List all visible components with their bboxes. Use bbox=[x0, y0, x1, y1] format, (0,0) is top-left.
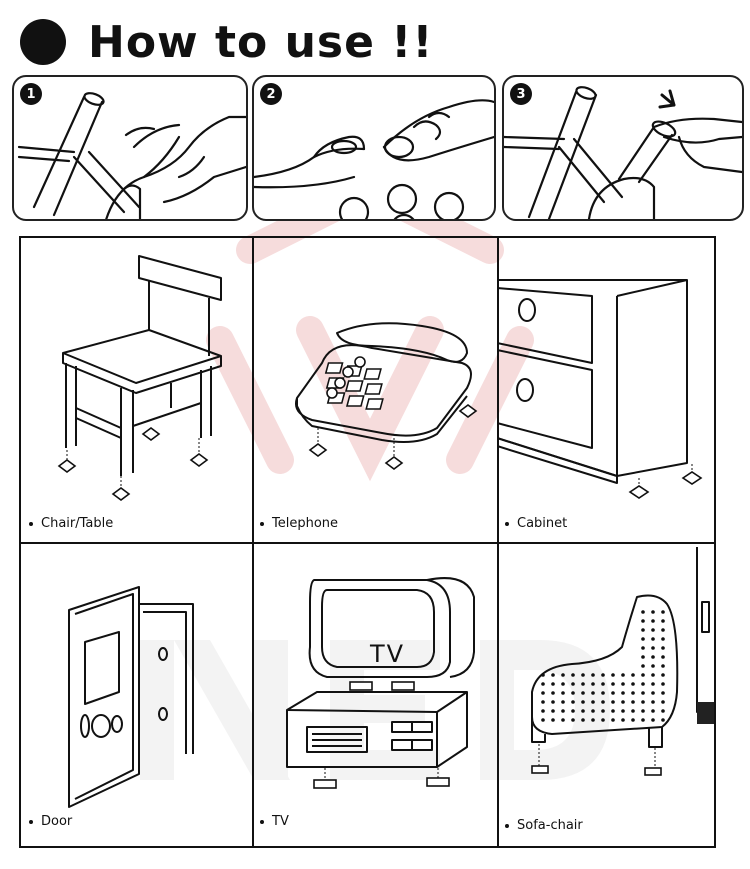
step-number-badge: 1 bbox=[20, 83, 42, 105]
item-label: Door bbox=[29, 814, 72, 829]
header: How to use !! bbox=[20, 12, 433, 72]
bullet-dot-icon bbox=[20, 19, 66, 65]
bullet-dot-icon bbox=[260, 521, 264, 526]
item-label: Telephone bbox=[260, 516, 338, 531]
chair-illustration bbox=[57, 255, 222, 501]
item-label: TV bbox=[260, 814, 289, 829]
tv-label: TV bbox=[272, 814, 289, 829]
step-number-badge: 3 bbox=[510, 83, 532, 105]
sofa-pattern-dots bbox=[541, 610, 665, 722]
door-label: Door bbox=[41, 814, 73, 829]
step-panel-3: 3 bbox=[502, 75, 744, 221]
sofa-chair-label: Sofa-chair bbox=[517, 818, 583, 833]
cabinet-illustration bbox=[497, 279, 703, 499]
item-label: Chair/Table bbox=[29, 516, 113, 531]
chair-table-label: Chair/Table bbox=[41, 516, 114, 531]
cell-door: Door bbox=[21, 542, 252, 846]
cell-tv: TV TV bbox=[252, 542, 497, 846]
sofa-chair-illustration bbox=[531, 547, 714, 776]
telephone-label: Telephone bbox=[272, 516, 339, 531]
telephone-illustration bbox=[295, 322, 478, 470]
step-panel-1: 1 bbox=[12, 75, 248, 221]
bullet-dot-icon bbox=[505, 823, 509, 828]
step-3-illustration bbox=[504, 86, 742, 219]
tv-illustration bbox=[286, 577, 475, 789]
item-label: Sofa-chair bbox=[505, 818, 583, 833]
bullet-dot-icon bbox=[505, 521, 509, 526]
usage-grid: Chair/Table bbox=[19, 236, 716, 848]
cell-cabinet: Cabinet bbox=[497, 238, 714, 542]
step-2-illustration bbox=[254, 99, 494, 219]
step-1-illustration bbox=[17, 92, 246, 219]
grid-divider bbox=[21, 542, 714, 544]
bullet-dot-icon bbox=[29, 819, 33, 824]
cell-telephone: Telephone bbox=[252, 238, 497, 542]
bullet-dot-icon bbox=[260, 819, 264, 824]
bullet-dot-icon bbox=[29, 521, 33, 526]
step-panel-2: 2 bbox=[252, 75, 496, 221]
tv-screen-text: TV bbox=[370, 640, 406, 668]
door-illustration bbox=[68, 586, 194, 808]
item-label: Cabinet bbox=[505, 516, 567, 531]
cell-chair-table: Chair/Table bbox=[21, 238, 252, 542]
step-number-badge: 2 bbox=[260, 83, 282, 105]
cabinet-label: Cabinet bbox=[517, 516, 568, 531]
cell-sofa-chair: Sofa-chair bbox=[497, 542, 714, 846]
page-title: How to use !! bbox=[88, 16, 434, 68]
